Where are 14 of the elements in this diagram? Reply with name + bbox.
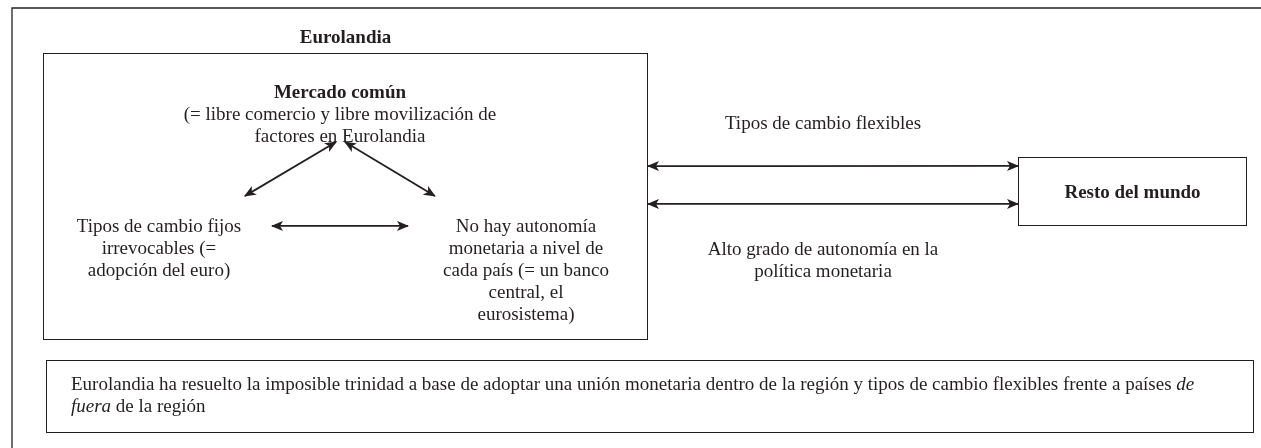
- body-text: Tipos de cambio fijos irrevocables (= adopción del euro): [75, 215, 243, 281]
- body-text: No hay autonomía monetaria a nivel de cada país (= un banco central, el eurosistema): [442, 215, 610, 325]
- body-text: (= libre comercio y libre movilización de factores en Eurolandia: [182, 103, 498, 147]
- heading-text: Mercado común: [273, 81, 407, 103]
- double-arrow: [647, 198, 1019, 209]
- double-arrow: [271, 220, 409, 231]
- box-heading: Eurolandia: [299, 26, 392, 48]
- box-label: Resto del mundo: [1064, 180, 1201, 203]
- double-arrow: [344, 141, 436, 197]
- double-arrow: [647, 160, 1019, 172]
- label-box: [1018, 157, 1247, 226]
- note-text: Eurolandia ha resuelto la imposible trinidad a base de adoptar una unión monetaria dentro de la región y tipos de cambio flexibles frente a países de fuera de la región: [71, 373, 1196, 417]
- note-box: [46, 360, 1254, 433]
- double-arrow: [244, 141, 337, 197]
